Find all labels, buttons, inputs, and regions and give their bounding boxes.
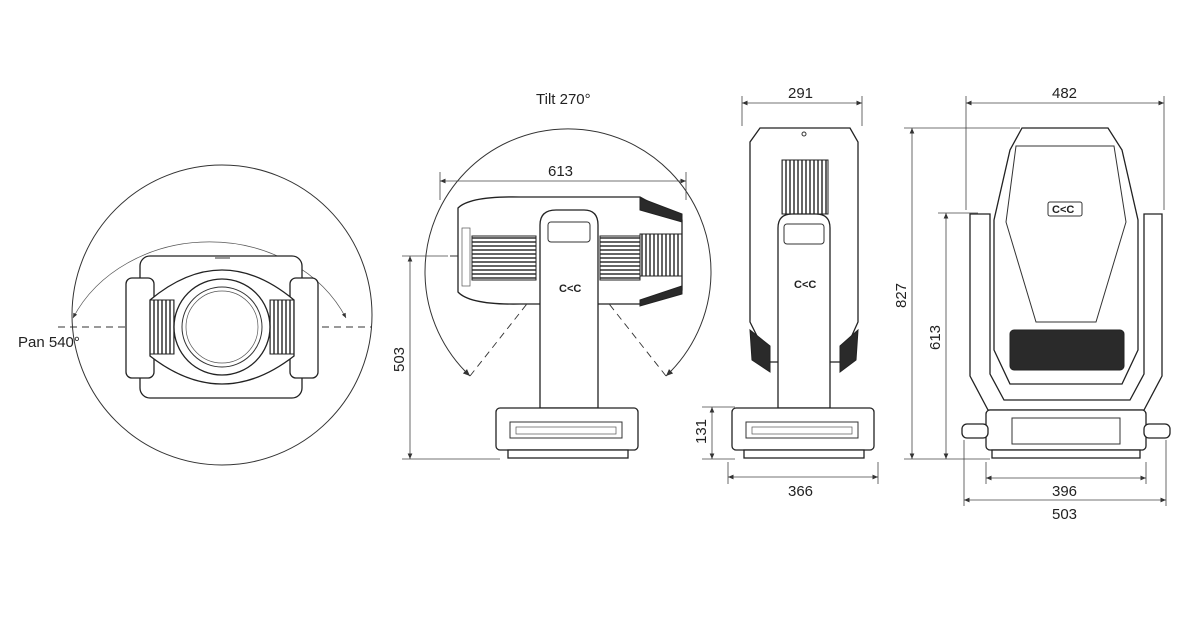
- tilt-range-arc: [424, 128, 712, 377]
- tilt-label: Tilt 270°: [536, 91, 591, 108]
- pan-label: Pan 540°: [18, 334, 80, 351]
- dim-back-base-width: 396: [1052, 483, 1077, 500]
- back-view: 482 827 613 396 503 C<C: [893, 85, 1171, 523]
- dim-side-width: 613: [548, 163, 573, 180]
- back-view-base: [961, 409, 1171, 459]
- top-lens-inner: [181, 286, 263, 368]
- side-brand-mark: C<C: [559, 283, 581, 295]
- back-brand-mark: C<C: [1052, 204, 1074, 216]
- top-view: Pan 540°: [18, 164, 373, 466]
- top-lens-outer: [173, 278, 271, 376]
- dim-front-base-width: 366: [788, 483, 813, 500]
- side-view: Tilt 270° 613 503 C<C: [391, 91, 712, 460]
- dim-back-top-width: 482: [1052, 85, 1077, 102]
- front-brand-mark: C<C: [794, 279, 816, 291]
- dim-back-overall-width: 503: [1052, 506, 1077, 523]
- front-view: 291 131 366 C<C: [693, 85, 879, 500]
- front-view-arm: C<C: [777, 213, 831, 409]
- top-view-body: [125, 255, 319, 399]
- dim-front-top-width: 291: [788, 85, 813, 102]
- side-view-base: [495, 407, 639, 459]
- dim-back-total-height: 827: [893, 283, 910, 308]
- dim-side-height: 503: [391, 347, 408, 372]
- back-view-head: C<C: [993, 127, 1139, 385]
- back-led-array: [1009, 329, 1125, 371]
- front-view-base: [731, 407, 875, 459]
- dim-front-base-height: 131: [693, 419, 710, 444]
- side-view-arm: C<C: [539, 209, 599, 409]
- back-logo-plate: [1047, 201, 1083, 217]
- pan-range-circle: [71, 164, 373, 466]
- dim-back-yoke-height: 613: [927, 325, 944, 350]
